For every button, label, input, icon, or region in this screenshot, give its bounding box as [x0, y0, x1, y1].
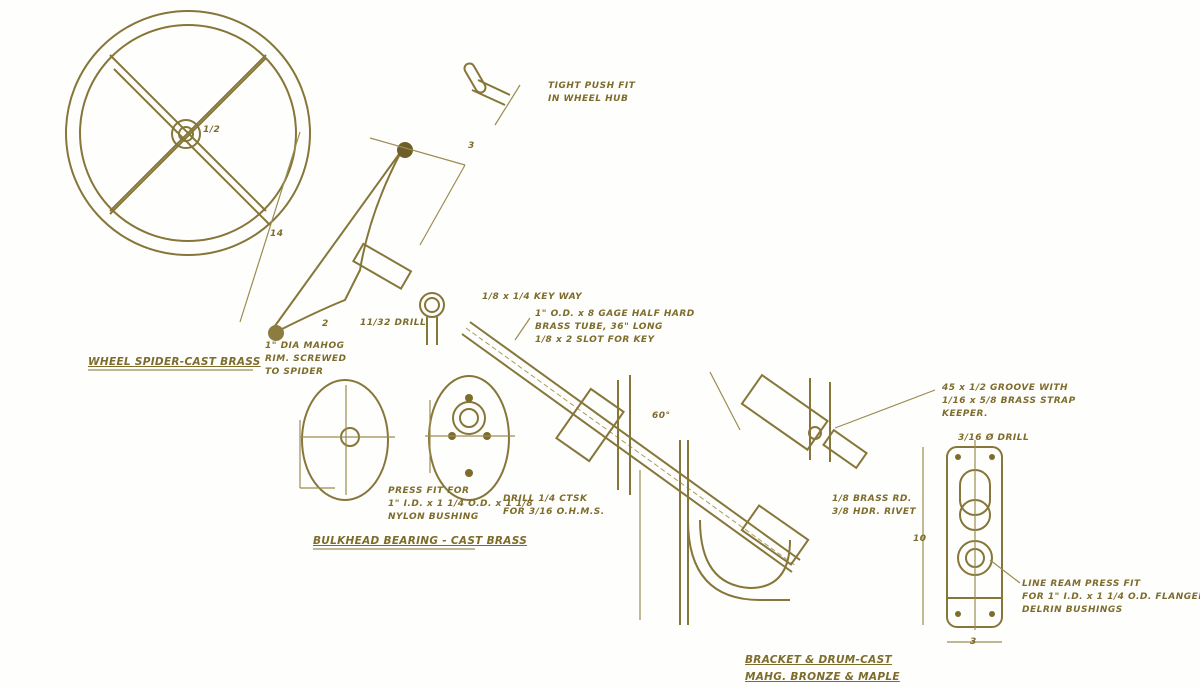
note-line: 1/8 x 2 SLOT FOR KEY [535, 335, 655, 345]
dim-plate-width: 3 [970, 637, 977, 647]
title-line: BRACKET & DRUM-CAST [745, 654, 892, 666]
keyway-note: 1/8 x 1/4 KEY WAY [482, 292, 583, 302]
note-line: 1/8 BRASS RD. [832, 494, 912, 504]
note-line: IN WHEEL HUB [548, 94, 629, 104]
bracket-drum [639, 371, 936, 625]
note-line: 3/8 HDR. RIVET [832, 507, 917, 517]
note-line: FOR 3/16 O.H.M.S. [503, 507, 605, 517]
spider-side-view [239, 131, 466, 341]
note-line: 1/16 x 5/8 BRASS STRAP [942, 396, 1076, 406]
tube-note: 1" O.D. x 8 GAGE HALF HARD BRASS TUBE, 36… [535, 308, 695, 347]
note-line: RIM. SCREWED [265, 354, 347, 364]
wheel-spider [65, 10, 311, 256]
note-line: TIGHT PUSH FIT [548, 81, 636, 91]
note-line: NYLON BUSHING [388, 512, 479, 522]
note-line: TO SPIDER [265, 367, 324, 377]
wheel-spider-title: WHEEL SPIDER-CAST BRASS [88, 356, 261, 368]
bulkhead-bearing-views [299, 375, 515, 501]
key-pin [463, 62, 521, 126]
press-fit-note: PRESS FIT FOR 1" I.D. x 1 1/4 O.D. x 1 1/… [388, 485, 533, 524]
note-line: 1" I.D. x 1 1/4 O.D. x 1 1/8 [388, 499, 534, 509]
note-line: DELRIN BUSHINGS [1022, 605, 1123, 615]
hub-keyway [419, 292, 445, 345]
bracket-plate-view [922, 440, 1021, 643]
note-line: BRASS TUBE, 36" LONG [535, 322, 663, 332]
groove-note: 45 x 1/2 GROOVE WITH 1/16 x 5/8 BRASS STR… [942, 382, 1076, 421]
note-line: KEEPER. [942, 409, 989, 419]
dim-plate-height: 10 [913, 534, 927, 544]
rim-note: 1" DIA MAHOG RIM. SCREWED TO SPIDER [265, 340, 347, 379]
small-drill-note: 3/16 Ø DRILL [958, 433, 1030, 443]
dim-spider-width: 3 [468, 141, 475, 151]
note-line: DRILL 1/4 CTSK [503, 494, 588, 504]
title-line: MAHG. BRONZE & MAPLE [745, 671, 900, 683]
dim-arm: 2 [322, 319, 329, 329]
bulkhead-bearing-title: BULKHEAD BEARING - CAST BRASS [313, 535, 528, 547]
note-line: LINE REAM PRESS FIT [1022, 579, 1141, 589]
dim-hub: 1/2 [203, 125, 221, 135]
line-ream-note: LINE REAM PRESS FIT FOR 1" I.D. x 1 1/4 O… [1022, 578, 1200, 617]
note-line: PRESS FIT FOR [388, 486, 470, 496]
note-line: FOR 1" I.D. x 1 1/4 O.D. FLANGED [1022, 592, 1200, 602]
dim-angle: 60° [652, 411, 671, 421]
note-line: 1" O.D. x 8 GAGE HALF HARD [535, 309, 695, 319]
brass-tube [461, 317, 801, 573]
bracket-drum-title: BRACKET & DRUM-CAST MAHG. BRONZE & MAPLE [745, 652, 900, 686]
push-fit-note: TIGHT PUSH FIT IN WHEEL HUB [548, 80, 635, 106]
drill-note: 11/32 DRILL [360, 318, 427, 328]
drill-ctsk-note: DRILL 1/4 CTSK FOR 3/16 O.H.M.S. [503, 493, 605, 519]
note-line: 45 x 1/2 GROOVE WITH [942, 383, 1069, 393]
dim-spider-length: 14 [270, 229, 284, 239]
rivet-note: 1/8 BRASS RD. 3/8 HDR. RIVET [832, 493, 916, 519]
note-line: 1" DIA MAHOG [265, 341, 345, 351]
